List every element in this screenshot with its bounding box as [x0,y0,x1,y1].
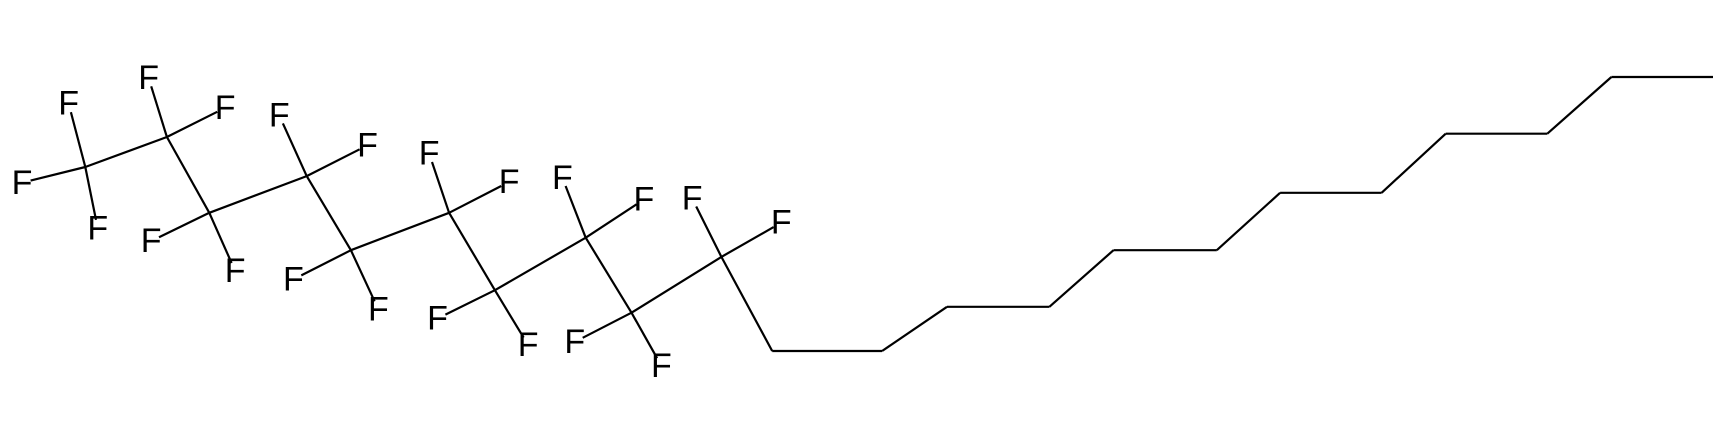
bond-c20-c21 [1546,76,1613,135]
fluorine-atom-label: F [771,204,792,242]
fluorine-atom-label: F [419,135,440,173]
bond-c18-c19 [1380,132,1447,194]
fluorine-atom-label: F [215,89,236,127]
bond-c10-c11 [720,256,774,352]
bond-c16-c17 [1216,191,1281,252]
bond-c9-f18 [582,311,633,339]
bond-c4-c5 [305,175,352,251]
fluorine-atom-label: F [634,180,655,218]
bond-c8-c9 [584,237,633,314]
bond-c9-f19 [630,312,659,359]
bond-layer [30,75,1713,359]
fluorine-atom-label: F [427,300,448,338]
bond-c3-f7 [208,212,233,264]
bond-c8-f16 [564,185,587,239]
bond-c2-c3 [165,136,211,214]
fluorine-atom-label: F [651,347,672,385]
bond-c9-c10 [630,255,722,314]
bond-c1-f3 [84,166,98,221]
fluorine-atom-label: F [499,163,520,201]
fluorine-atom-label: F [552,159,573,197]
bond-c5-f10 [300,249,352,277]
bond-c12-c13 [881,305,948,352]
bond-c3-f6 [158,211,210,239]
fluorine-atom-label: F [283,260,304,298]
bond-c3-c4 [208,175,308,214]
bond-c2-f5 [166,110,218,138]
bond-c5-c6 [350,211,450,252]
fluorine-atom-label: F [138,59,159,97]
bond-c1-f1 [69,111,87,168]
bond-c5-f11 [349,249,376,302]
bond-c7-f15 [493,289,525,339]
bond-c10-f20 [695,206,723,258]
fluorine-atom-label: F [58,85,79,123]
fluorine-atom-label: F [225,252,246,290]
bond-c7-f14 [444,289,496,316]
bond-c1-c2 [84,135,168,169]
bond-c6-f12 [430,161,451,214]
bond-c8-f17 [585,203,638,239]
bond-c4-f9 [306,148,361,178]
bond-c14-c15 [1048,249,1115,308]
fluorine-atom-label: F [518,326,539,364]
bond-c1-f2 [30,165,86,182]
fluorine-atom-label: F [368,290,389,328]
fluorine-atom-label: F [87,210,108,248]
fluorine-atom-label: F [12,164,33,202]
bond-c7-c8 [494,236,587,292]
bond-c6-f13 [448,185,502,214]
fluorine-atom-label: F [357,126,378,164]
fluorine-atom-label: F [564,323,585,361]
fluorine-atom-label: F [682,180,703,218]
fluorine-atom-label: F [269,96,290,134]
fluorine-atom-label: F [141,222,162,260]
bond-c4-f8 [281,122,308,177]
bond-c6-c7 [448,212,496,291]
bond-c10-f21 [720,226,775,258]
bond-c2-f4 [150,85,168,138]
